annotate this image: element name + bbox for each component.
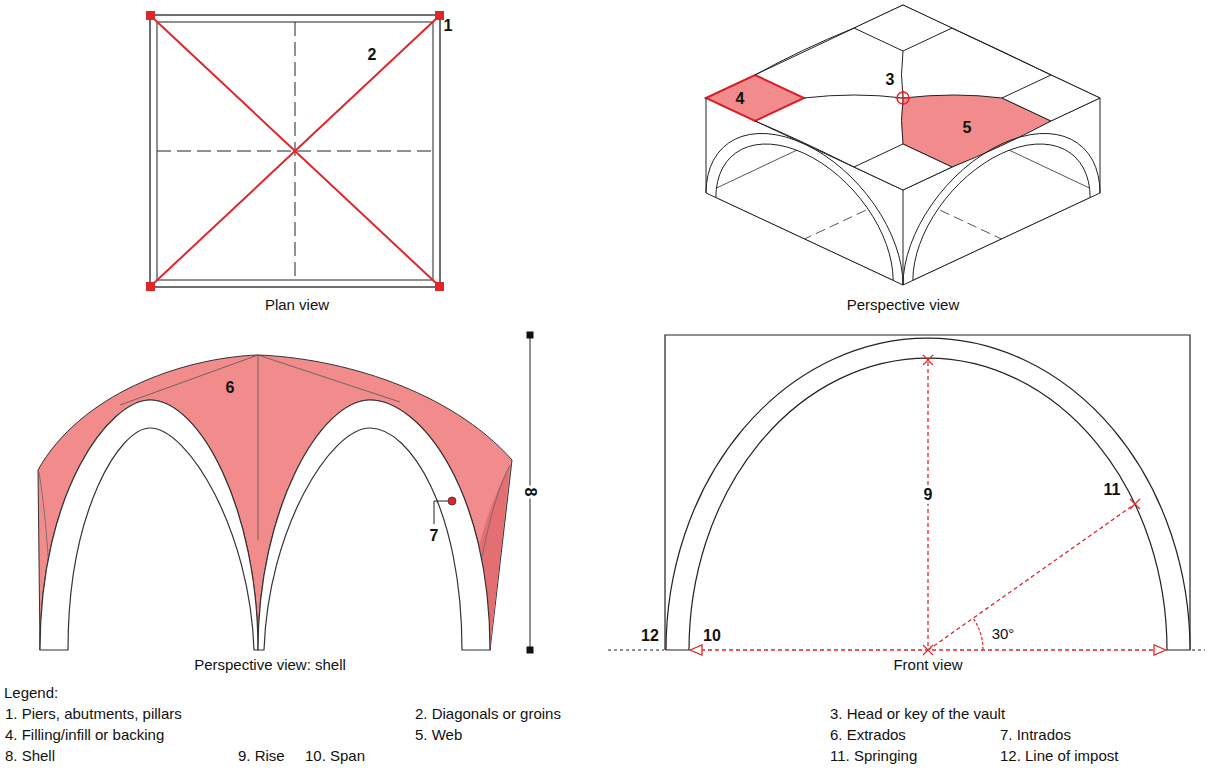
infill-block <box>706 75 804 121</box>
view-caption: Plan view <box>265 296 329 313</box>
view-caption: Perspective view <box>847 296 960 313</box>
arch-band <box>258 400 490 650</box>
corner-block <box>1002 75 1100 121</box>
legend-entry: 9. Rise <box>238 747 285 764</box>
wall-edge <box>706 98 707 193</box>
extrados-surface <box>38 355 512 650</box>
span-arrowhead <box>1154 645 1166 655</box>
crown-curve <box>804 95 903 98</box>
legend-entry: 8. Shell <box>5 747 55 764</box>
plan-outline <box>150 15 440 287</box>
callout-number: 1 <box>444 17 453 35</box>
arch-band <box>40 400 258 650</box>
impost-line <box>608 650 664 651</box>
tick-mark <box>1130 499 1140 509</box>
groin-line <box>153 18 437 284</box>
corner-block <box>854 5 952 51</box>
callout-number: 6 <box>226 379 235 397</box>
face-arch <box>913 112 1090 280</box>
callout-number: 12 <box>641 627 659 645</box>
callout-number: 7 <box>430 527 439 545</box>
legend-entry: 2. Diagonals or groins <box>415 705 561 722</box>
callout-dot <box>448 497 456 505</box>
face-arch <box>903 98 1100 285</box>
edge-curve <box>952 28 1051 75</box>
dimension-end <box>527 332 534 339</box>
angle-arc <box>973 618 983 650</box>
legend-entry: 11. Springing <box>830 747 917 764</box>
wall-edge <box>903 190 904 285</box>
legend-entry: 3. Head or key of the vault <box>830 705 1005 722</box>
perspective-view <box>706 5 1100 285</box>
callout-number: 4 <box>736 90 745 108</box>
callout-number: 9 <box>922 486 935 504</box>
dimension-end <box>527 647 534 654</box>
span-arrowhead <box>690 645 702 655</box>
groin-crease <box>258 355 400 402</box>
view-caption: Front view <box>893 656 962 673</box>
pier-mark <box>435 11 444 20</box>
legend-entry: 1. Piers, abutments, pillars <box>5 705 182 722</box>
tick-mark <box>923 355 933 365</box>
callout-number: 5 <box>963 119 972 137</box>
floor-edge <box>706 193 903 285</box>
view-caption: Perspective view: shell <box>194 656 346 673</box>
shell-view <box>38 332 534 654</box>
front-view <box>608 335 1205 655</box>
callout-number: 11 <box>1104 481 1121 499</box>
angle-label: 30° <box>992 625 1015 642</box>
callout-number: 2 <box>368 46 377 64</box>
leader-line <box>434 501 448 524</box>
pier-mark <box>146 11 155 20</box>
groin-crease <box>258 355 259 540</box>
edge-curve <box>755 28 854 75</box>
impost-line <box>1192 650 1205 651</box>
callout-number: 10 <box>703 627 721 645</box>
interior-view <box>706 5 1100 285</box>
wall-outline <box>665 335 1190 650</box>
floor-edge <box>903 193 1100 285</box>
face-arch <box>716 112 893 280</box>
legend-entry: 7. Intrados <box>1000 726 1071 743</box>
arch-band <box>666 338 1190 650</box>
legend-entry: 10. Span <box>305 747 365 764</box>
face-arch <box>706 98 903 285</box>
callout-number: 3 <box>886 71 895 89</box>
plan-view <box>146 11 444 291</box>
legend-entry: 12. Line of impost <box>1000 747 1118 764</box>
groin-line <box>153 18 437 284</box>
corner-block <box>854 144 952 190</box>
groin-crease <box>120 355 258 405</box>
wall-edge <box>1100 98 1101 193</box>
vault-top-outline <box>706 5 1100 190</box>
key-marker <box>903 90 904 106</box>
pier-mark <box>435 282 444 291</box>
legend-heading: Legend: <box>4 684 58 701</box>
legend-entry: 6. Extrados <box>830 726 906 743</box>
legend-entry: 4. Filling/infill or backing <box>5 726 164 743</box>
legend-entry: 5. Web <box>415 726 462 743</box>
pier-mark <box>146 282 155 291</box>
springing-line <box>928 504 1135 650</box>
dimension-label: 8 <box>521 486 539 499</box>
